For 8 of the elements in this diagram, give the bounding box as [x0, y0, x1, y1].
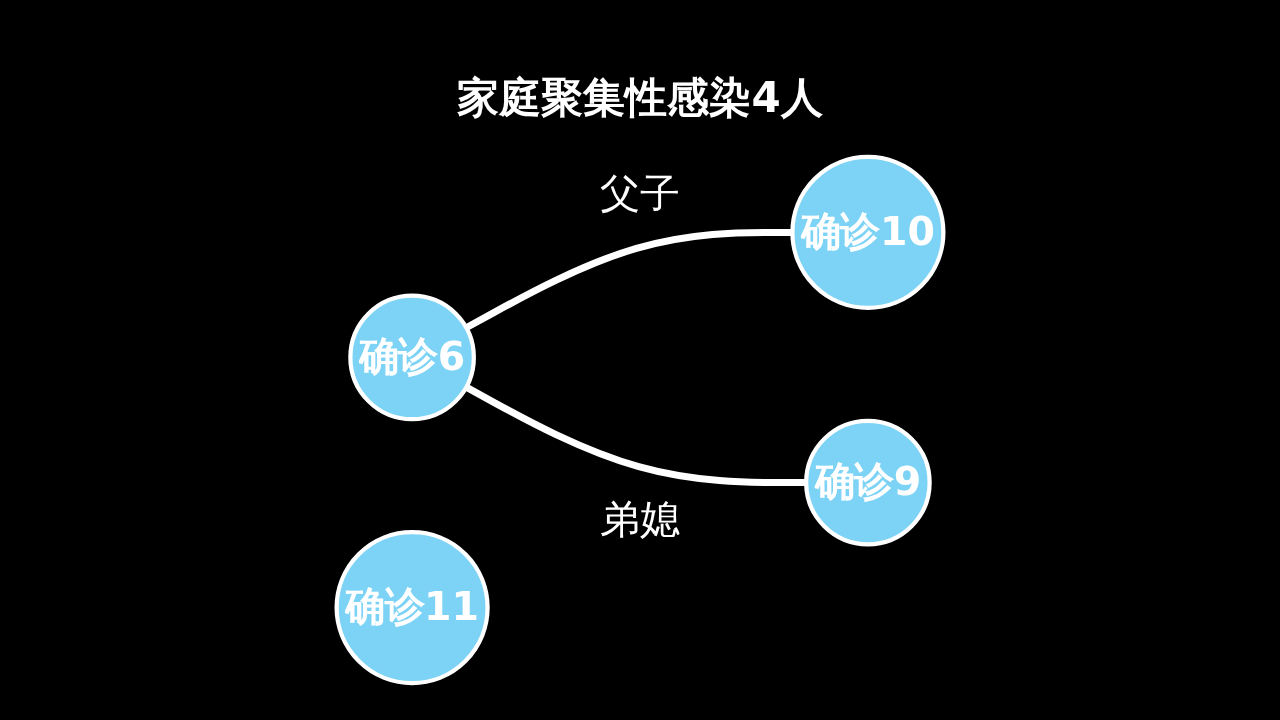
node-circle: 确诊9	[804, 418, 932, 547]
edge-label: 父子	[600, 170, 680, 217]
node-circle: 确诊10	[790, 154, 946, 310]
node-circle: 确诊6	[348, 293, 476, 422]
edge-label: 弟媳	[600, 496, 680, 544]
connector	[464, 228, 793, 331]
title: 家庭聚集性感染4人	[457, 72, 823, 124]
node-circle: 确诊11	[334, 530, 490, 686]
